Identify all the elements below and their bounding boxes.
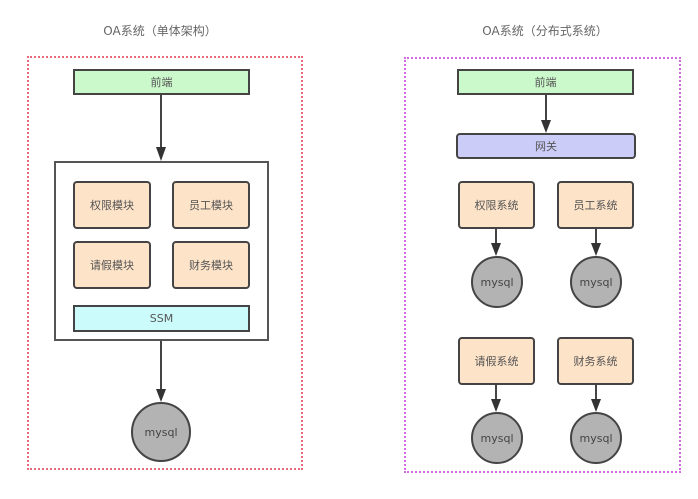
permission-mysql-node: mysql	[471, 256, 523, 308]
gateway-node: 网关	[456, 133, 636, 159]
monolith-frontend-node: 前端	[73, 69, 250, 95]
service-employee: 员工系统	[557, 181, 634, 229]
service-leave: 请假系统	[458, 337, 535, 385]
arrowhead-icon	[156, 389, 166, 402]
finance-mysql-node: mysql	[570, 412, 622, 464]
arrowhead-icon	[541, 120, 551, 133]
monolith-title: OA系统（单体架构）	[103, 24, 217, 38]
arrowhead-icon	[591, 243, 601, 256]
distributed-frame	[404, 57, 681, 473]
monolith-frame	[27, 56, 303, 470]
distributed-title: OA系统（分布式系统）	[482, 24, 608, 38]
module-employee: 员工模块	[172, 181, 250, 229]
service-permission: 权限系统	[458, 181, 535, 229]
arrowhead-icon	[491, 399, 501, 412]
leave-mysql-node: mysql	[471, 412, 523, 464]
module-leave: 请假模块	[73, 241, 151, 289]
distributed-frontend-node: 前端	[457, 69, 634, 95]
monolith-mysql-node: mysql	[131, 402, 191, 462]
module-permission: 权限模块	[73, 181, 151, 229]
arrowhead-icon	[491, 243, 501, 256]
service-finance: 财务系统	[557, 337, 634, 385]
arrowhead-icon	[591, 399, 601, 412]
module-finance: 财务模块	[172, 241, 250, 289]
ssm-framework-node: SSM	[73, 305, 250, 332]
arrowhead-icon	[156, 147, 166, 161]
employee-mysql-node: mysql	[570, 256, 622, 308]
